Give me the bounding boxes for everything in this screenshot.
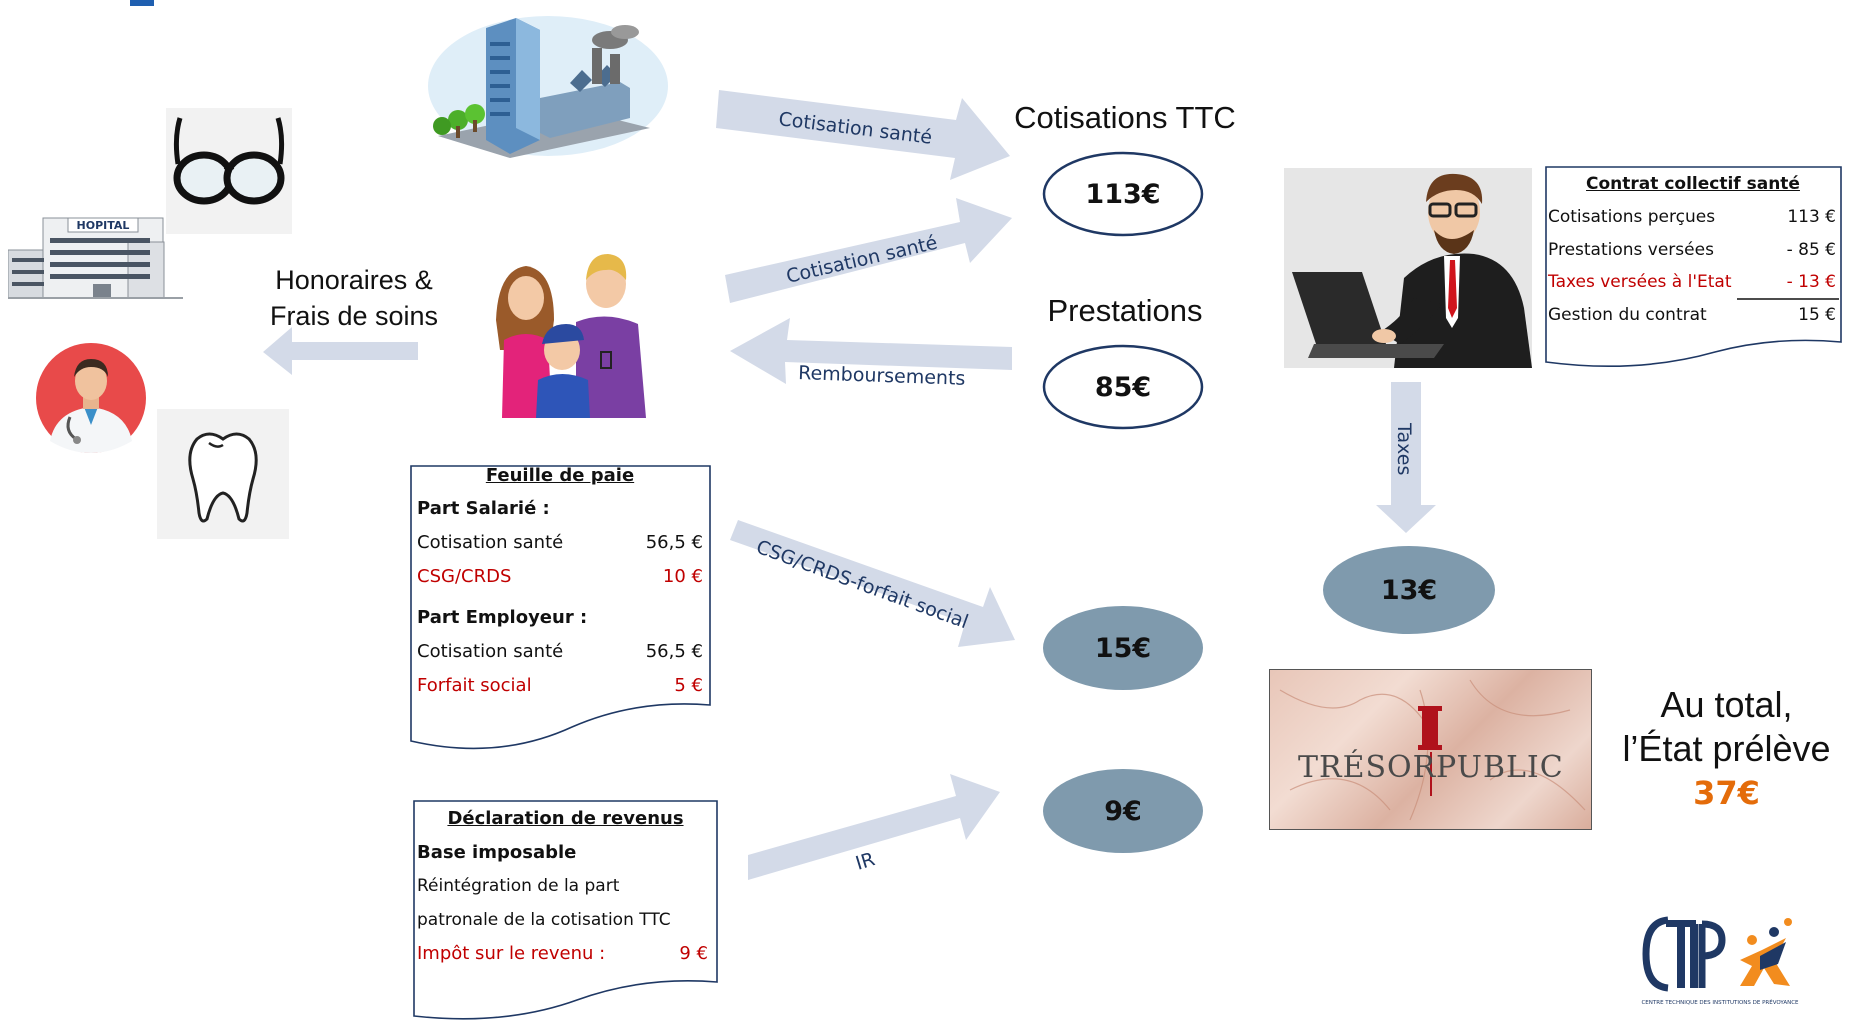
- csg-crds-value: 10 €: [662, 566, 703, 587]
- tresor-left: TRÉSOR: [1298, 750, 1437, 785]
- cotisation-sante-employeur-label: Cotisation santé: [417, 641, 564, 662]
- cotisation-sante-label: Cotisation santé: [417, 532, 564, 553]
- family-illustration: [476, 240, 668, 420]
- arrow-company-cotisation: [716, 90, 1010, 180]
- doctor-avatar-icon: [36, 343, 146, 453]
- glasses-icon: [166, 108, 292, 234]
- contrat-row-value: - 13 €: [1786, 272, 1836, 292]
- arrow-label-taxes: Taxes: [1393, 422, 1415, 475]
- arrow-taxes: [1376, 382, 1436, 533]
- ellipse-113: [1042, 151, 1204, 237]
- arrow-honoraires-main: [263, 327, 418, 375]
- part-salarie-header: Part Salarié :: [417, 498, 550, 519]
- arrow-csg: [730, 520, 1015, 647]
- total-block: Au total, l’État prélève 37€: [1600, 683, 1853, 815]
- ellipse-15: [1043, 606, 1203, 690]
- cotisation-sante-value: 56,5 €: [645, 532, 703, 553]
- ellipse-85: [1042, 344, 1204, 430]
- title-fragment: [130, 0, 154, 6]
- tresor-public-image: TRÉSOR PUBLIC: [1269, 669, 1592, 830]
- honoraires-label: Honoraires & Frais de soins: [254, 262, 454, 334]
- contrat-row-value: - 85 €: [1786, 240, 1836, 260]
- forfait-social-label: Forfait social: [417, 675, 532, 696]
- tresor-right: PUBLIC: [1436, 750, 1564, 785]
- impot-value: 9 €: [679, 943, 708, 964]
- contrat-row-label: Taxes versées à l'Etat: [1548, 272, 1732, 292]
- arrow-family-cotisation: [725, 198, 1012, 303]
- amount-13: 13€: [1380, 574, 1438, 606]
- contrat-title: Contrat collectif santé: [1586, 174, 1800, 194]
- forfait-social-value: 5 €: [674, 675, 703, 696]
- amount-85: 85€: [1094, 371, 1152, 403]
- reintegration-line2: patronale de la cotisation TTC: [417, 910, 671, 930]
- total-line1: Au total,: [1660, 684, 1793, 725]
- contrat-collectif-document: Contrat collectif santé Cotisations perç…: [1545, 166, 1842, 386]
- declaration-revenus-document: Déclaration de revenus Base imposable Ré…: [413, 800, 718, 1020]
- contrat-row-label: Prestations versées: [1548, 240, 1714, 260]
- ctip-logo: CENTRE TECHNIQUE DES INSTITUTIONS DE PRÉ…: [1640, 910, 1845, 1010]
- amount-15: 15€: [1094, 632, 1152, 664]
- businessman-laptop-illustration: [1284, 168, 1532, 368]
- prestations-label: Prestations: [1047, 293, 1203, 328]
- contrat-row-value: 15 €: [1798, 305, 1836, 325]
- contrat-row-label: Gestion du contrat: [1548, 305, 1707, 325]
- honoraires-line2: Frais de soins: [269, 301, 439, 331]
- cotisation-sante-employeur-value: 56,5 €: [645, 641, 703, 662]
- ellipse-9: [1043, 769, 1203, 853]
- feuille-de-paie-document: Feuille de paie Part Salarié : Cotisatio…: [410, 465, 711, 765]
- csg-crds-label: CSG/CRDS: [417, 566, 512, 587]
- feuille-title: Feuille de paie: [485, 465, 635, 486]
- ellipse-13: [1323, 546, 1495, 634]
- amount-113: 113€: [1085, 178, 1161, 210]
- total-amount: 37€: [1693, 774, 1760, 812]
- tooth-icon: [157, 409, 289, 539]
- amount-9: 9€: [1104, 795, 1142, 827]
- hospital-sign: HOPITAL: [77, 219, 130, 232]
- contrat-row-label: Cotisations perçues: [1548, 207, 1716, 227]
- arrow-ir: [748, 774, 1000, 880]
- contrat-row-value: 113 €: [1787, 207, 1836, 227]
- cotisations-ttc-label: Cotisations TTC: [1014, 100, 1236, 135]
- ctip-subtitle: CENTRE TECHNIQUE DES INSTITUTIONS DE PRÉ…: [1641, 998, 1799, 1006]
- arrow-remboursements: [730, 318, 1012, 384]
- hospital-icon: HOPITAL: [7, 212, 183, 302]
- reintegration-line1: Réintégration de la part: [417, 876, 620, 896]
- honoraires-line1: Honoraires &: [275, 265, 433, 295]
- impot-label: Impôt sur le revenu :: [417, 943, 606, 964]
- factory-icon: [420, 8, 670, 166]
- total-line2: l’État prélève: [1622, 728, 1831, 769]
- declaration-title: Déclaration de revenus: [447, 808, 684, 829]
- base-imposable: Base imposable: [417, 842, 577, 863]
- part-employeur-header: Part Employeur :: [417, 607, 588, 628]
